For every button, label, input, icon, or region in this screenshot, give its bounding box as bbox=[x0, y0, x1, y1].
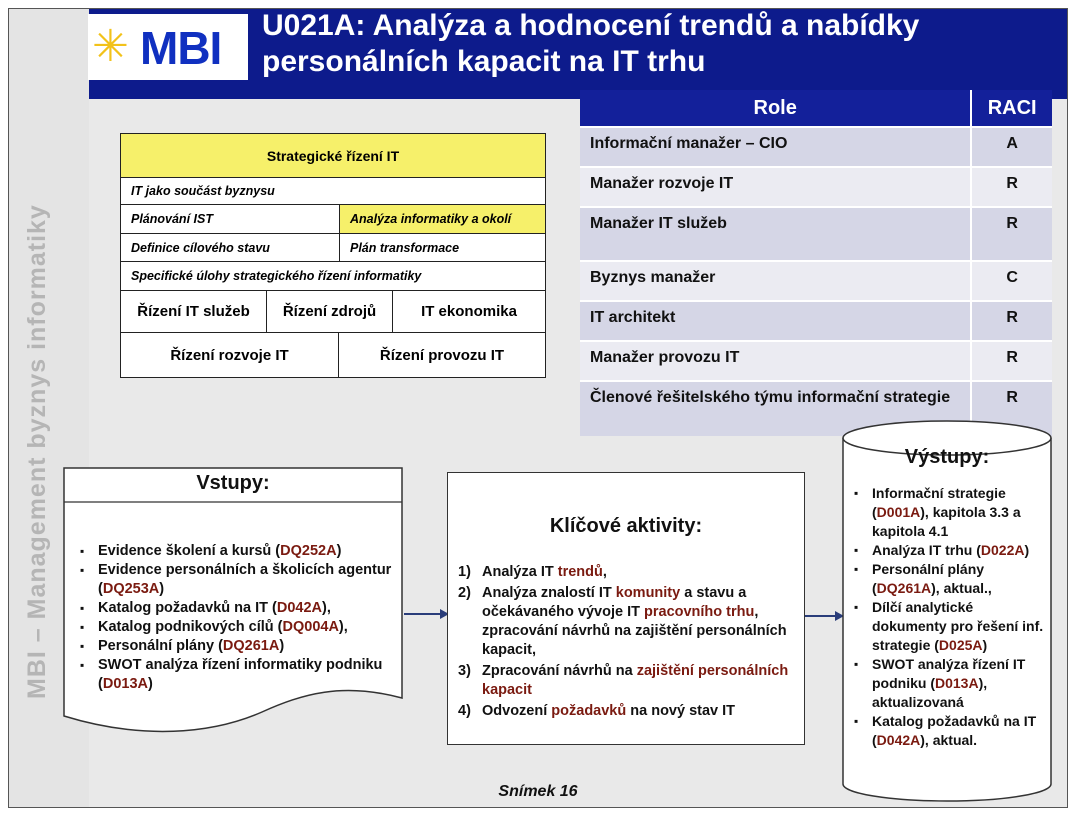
raci-cell: R bbox=[970, 168, 1052, 206]
list-item: Informační strategie (D001A), kapitola 3… bbox=[850, 484, 1046, 541]
strategy-cell: Plán transformace bbox=[350, 240, 460, 255]
side-caption: MBI – Management byznys informatiky bbox=[23, 204, 51, 699]
strategy-row: Specifické úlohy strategického řízení in… bbox=[121, 262, 545, 291]
table-row: IT architekt R bbox=[580, 300, 1052, 340]
header-bar bbox=[89, 9, 1067, 99]
strategy-cell-highlight: Analýza informatiky a okolí bbox=[340, 205, 545, 233]
raci-cell: A bbox=[970, 128, 1052, 166]
list-item: SWOT analýza řízení IT podniku (D013A), … bbox=[850, 655, 1046, 712]
strategy-cell: IT jako součást byznysu bbox=[131, 184, 275, 198]
list-item: Katalog podnikových cílů (DQ004A), bbox=[76, 618, 394, 637]
inputs-title: Vstupy: bbox=[196, 472, 270, 494]
raci-cell: R bbox=[970, 342, 1052, 380]
table-row: Byznys manažer C bbox=[580, 260, 1052, 300]
table-row: Manažer IT služeb R bbox=[580, 206, 1052, 260]
strategy-header: Strategické řízení IT bbox=[266, 147, 400, 164]
strategy-cell: Řízení IT služeb bbox=[121, 291, 267, 332]
strategy-row: Řízení IT služeb Řízení zdrojů IT ekonom… bbox=[121, 291, 545, 333]
mbi-logo: ✳ MBI bbox=[88, 14, 248, 80]
header-raci: RACI bbox=[970, 90, 1052, 126]
list-item: Evidence školení a kursů (DQ252A) bbox=[76, 542, 394, 561]
strategy-cell: Definice cílového stavu bbox=[121, 234, 340, 261]
role-cell: Manažer rozvoje IT bbox=[590, 175, 734, 192]
list-item: 1)Analýza IT trendů, bbox=[458, 564, 607, 580]
sun-icon: ✳ bbox=[92, 22, 129, 71]
list-item: 3)Zpracování návrhů na zajištění personá… bbox=[458, 663, 789, 698]
raci-cell: C bbox=[970, 262, 1052, 300]
strategy-row: Definice cílového stavu Plán transformac… bbox=[121, 234, 545, 262]
list-item: Katalog požadavků na IT (D042A), bbox=[76, 599, 394, 618]
role-cell: IT architekt bbox=[590, 309, 676, 326]
table-row: Manažer provozu IT R bbox=[580, 340, 1052, 380]
strategy-cell: Specifické úlohy strategického řízení in… bbox=[131, 269, 422, 283]
inputs-list: Evidence školení a kursů (DQ252A) Eviden… bbox=[76, 542, 394, 694]
page-title: U021A: Analýza a hodnocení trendů a nabí… bbox=[262, 9, 920, 78]
activities-box: Klíčové aktivity: 1)Analýza IT trendů, 2… bbox=[447, 472, 805, 745]
role-cell: Byznys manažer bbox=[590, 269, 716, 286]
role-cell: Manažer provozu IT bbox=[590, 349, 740, 366]
list-item: SWOT analýza řízení informatiky podniku … bbox=[76, 656, 394, 694]
list-item: Analýza IT trhu (D022A) bbox=[850, 541, 1046, 560]
raci-cell: R bbox=[970, 382, 1052, 436]
strategy-cell: Plánování IST bbox=[121, 205, 340, 233]
list-item: Katalog požadavků na IT (D042A), aktual. bbox=[850, 712, 1046, 750]
strategy-row: IT jako součást byznysu bbox=[121, 178, 545, 205]
list-item: Personální plány (DQ261A), aktual., bbox=[850, 560, 1046, 598]
table-row: Manažer rozvoje IT R bbox=[580, 166, 1052, 206]
outputs-list: Informační strategie (D001A), kapitola 3… bbox=[850, 484, 1046, 750]
arrow-right-icon bbox=[404, 609, 449, 619]
strategy-cell: Řízení rozvoje IT bbox=[121, 333, 339, 377]
role-cell: Členové řešitelského týmu informační str… bbox=[590, 389, 951, 406]
role-cell: Manažer IT služeb bbox=[590, 215, 727, 232]
strategy-table: Strategické řízení IT IT jako součást by… bbox=[120, 133, 546, 378]
role-cell: Informační manažer – CIO bbox=[590, 135, 788, 152]
activities-title: Klíčové aktivity: bbox=[549, 515, 703, 537]
activities-list: 1)Analýza IT trendů, 2)Analýza znalostí … bbox=[458, 563, 794, 723]
raci-cell: R bbox=[970, 208, 1052, 260]
list-item: Evidence personálních a školicích agentu… bbox=[76, 561, 394, 599]
strategy-row: Řízení rozvoje IT Řízení provozu IT bbox=[121, 333, 545, 377]
raci-cell: R bbox=[970, 302, 1052, 340]
outputs-title: Výstupy: bbox=[904, 446, 990, 468]
list-item: Personální plány (DQ261A) bbox=[76, 637, 394, 656]
strategy-cell: Řízení provozu IT bbox=[379, 346, 505, 364]
table-row: Informační manažer – CIO A bbox=[580, 126, 1052, 166]
header-role: Role bbox=[753, 97, 797, 119]
strategy-row: Plánování IST Analýza informatiky a okol… bbox=[121, 205, 545, 234]
raci-table: Role RACI Informační manažer – CIO A Man… bbox=[580, 90, 1052, 436]
logo-text: MBI bbox=[140, 22, 222, 74]
raci-header: Role RACI bbox=[580, 90, 1052, 126]
outputs-box: Výstupy: Informační strategie (D001A), k… bbox=[840, 416, 1054, 804]
strategy-cell: Řízení zdrojů bbox=[267, 291, 393, 332]
strategy-cell: IT ekonomika bbox=[421, 303, 517, 320]
slide-number: Snímek 16 bbox=[498, 783, 578, 800]
strategy-header-row: Strategické řízení IT bbox=[121, 134, 545, 178]
list-item: 4)Odvození požadavků na nový stav IT bbox=[458, 703, 736, 719]
list-item: Dílčí analytické dokumenty pro řešení in… bbox=[850, 598, 1046, 655]
arrow-right-icon bbox=[805, 611, 844, 621]
list-item: 2)Analýza znalostí IT komunity a stavu a… bbox=[458, 585, 787, 658]
inputs-box: Vstupy: Evidence školení a kursů (DQ252A… bbox=[62, 466, 404, 736]
